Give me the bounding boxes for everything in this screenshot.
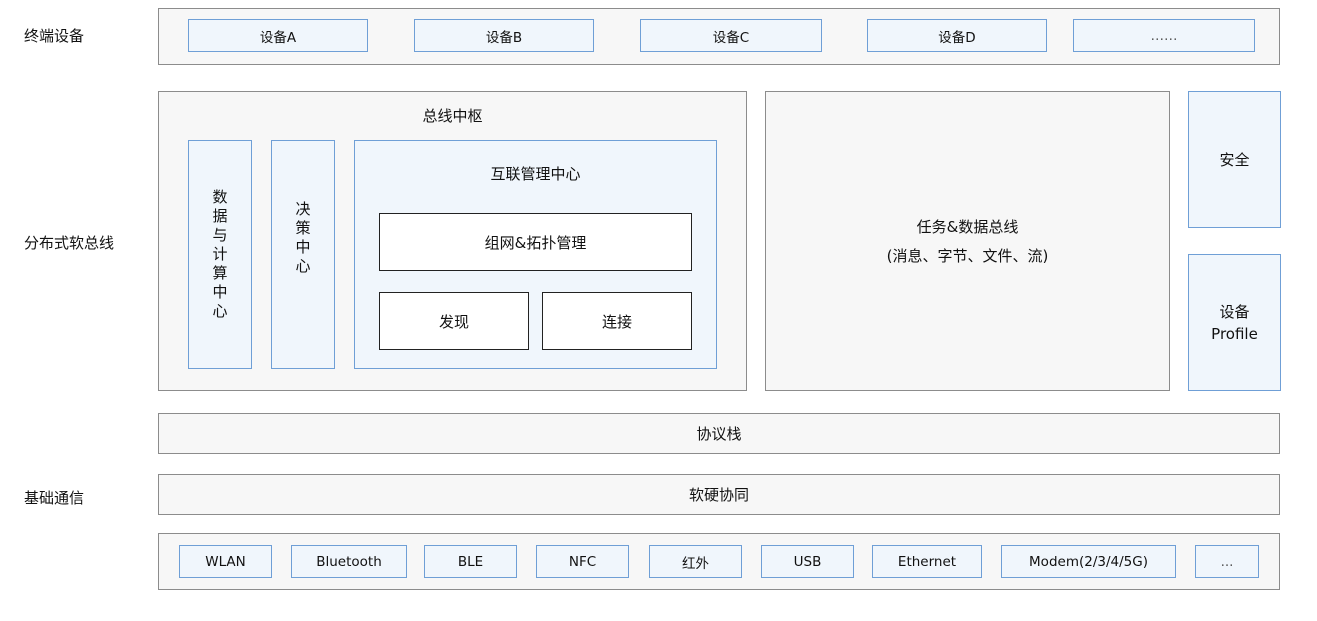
device-label-b: 设备B: [485, 29, 523, 46]
decision-center: 决 策 中 心: [271, 140, 335, 369]
topology-management-box: 组网&拓扑管理: [379, 213, 692, 271]
device-label-more: ……: [1150, 27, 1178, 44]
device-label-d: 设备D: [938, 29, 976, 46]
comm-label: USB: [793, 553, 822, 570]
comm-label: ...: [1220, 553, 1234, 570]
device-box-c: 设备C: [640, 19, 822, 52]
char: 与: [212, 226, 228, 244]
row-label-terminal: 终端设备: [24, 26, 85, 45]
char: 中: [295, 237, 311, 256]
interconnect-center-title: 互联管理中心: [490, 164, 581, 183]
device-box-d: 设备D: [867, 19, 1047, 52]
char: 决: [295, 199, 311, 218]
comm-wlan: WLAN: [179, 545, 272, 578]
data-compute-center-label: 数 据 与 计 算 中 心: [212, 188, 227, 321]
comm-label: Ethernet: [897, 553, 957, 570]
protocol-stack-bar: 协议栈: [158, 413, 1280, 454]
char: 据: [212, 207, 228, 225]
comm-usb: USB: [761, 545, 854, 578]
comm-modem: Modem(2/3/4/5G): [1001, 545, 1176, 578]
connect-label: 连接: [601, 312, 632, 331]
comm-ethernet: Ethernet: [872, 545, 982, 578]
security-label: 安全: [1219, 151, 1250, 169]
data-compute-center: 数 据 与 计 算 中 心: [188, 140, 252, 369]
hw-sw-coop-label: 软硬协同: [688, 486, 749, 504]
comm-infrared: 红外: [649, 545, 742, 578]
security-box: 安全: [1188, 91, 1281, 228]
comm-label: NFC: [568, 553, 597, 570]
hw-sw-coop-bar: 软硬协同: [158, 474, 1280, 515]
topology-management-label: 组网&拓扑管理: [484, 233, 587, 252]
comm-more: ...: [1195, 545, 1259, 578]
comm-ble: BLE: [424, 545, 517, 578]
comm-label: WLAN: [205, 553, 246, 570]
task-data-bus-panel: [765, 91, 1170, 391]
comm-label: 红外: [682, 555, 709, 572]
device-profile-box: 设备 Profile: [1188, 254, 1281, 391]
device-label-c: 设备C: [712, 29, 750, 46]
char: 中: [212, 283, 228, 301]
protocol-stack-label: 协议栈: [696, 425, 742, 443]
connect-box: 连接: [542, 292, 692, 350]
char: 计: [212, 245, 228, 263]
comm-label: Modem(2/3/4/5G): [1029, 553, 1148, 570]
char: 策: [295, 218, 311, 237]
device-label-a: 设备A: [259, 29, 297, 46]
comm-nfc: NFC: [536, 545, 629, 578]
discover-box: 发现: [379, 292, 529, 350]
task-data-bus-subtitle: (消息、字节、文件、流): [886, 246, 1049, 265]
bus-center-title: 总线中枢: [422, 106, 483, 125]
task-data-bus-title: 任务&数据总线: [916, 217, 1019, 236]
discover-label: 发现: [438, 312, 469, 331]
char: 心: [212, 302, 228, 320]
row-label-softbus: 分布式软总线: [24, 233, 115, 252]
char: 算: [212, 264, 228, 282]
device-profile-label-line2: Profile: [1211, 324, 1258, 343]
comm-label: BLE: [457, 553, 484, 570]
comm-label: Bluetooth: [316, 553, 382, 570]
row-label-basic: 基础通信: [24, 488, 85, 507]
decision-center-label: 决 策 中 心: [295, 200, 310, 276]
device-box-more: ……: [1073, 19, 1255, 52]
device-box-a: 设备A: [188, 19, 368, 52]
char: 数: [212, 188, 228, 206]
char: 心: [295, 256, 311, 275]
device-box-b: 设备B: [414, 19, 594, 52]
device-profile-label-line1: 设备: [1219, 302, 1250, 321]
comm-bluetooth: Bluetooth: [291, 545, 407, 578]
